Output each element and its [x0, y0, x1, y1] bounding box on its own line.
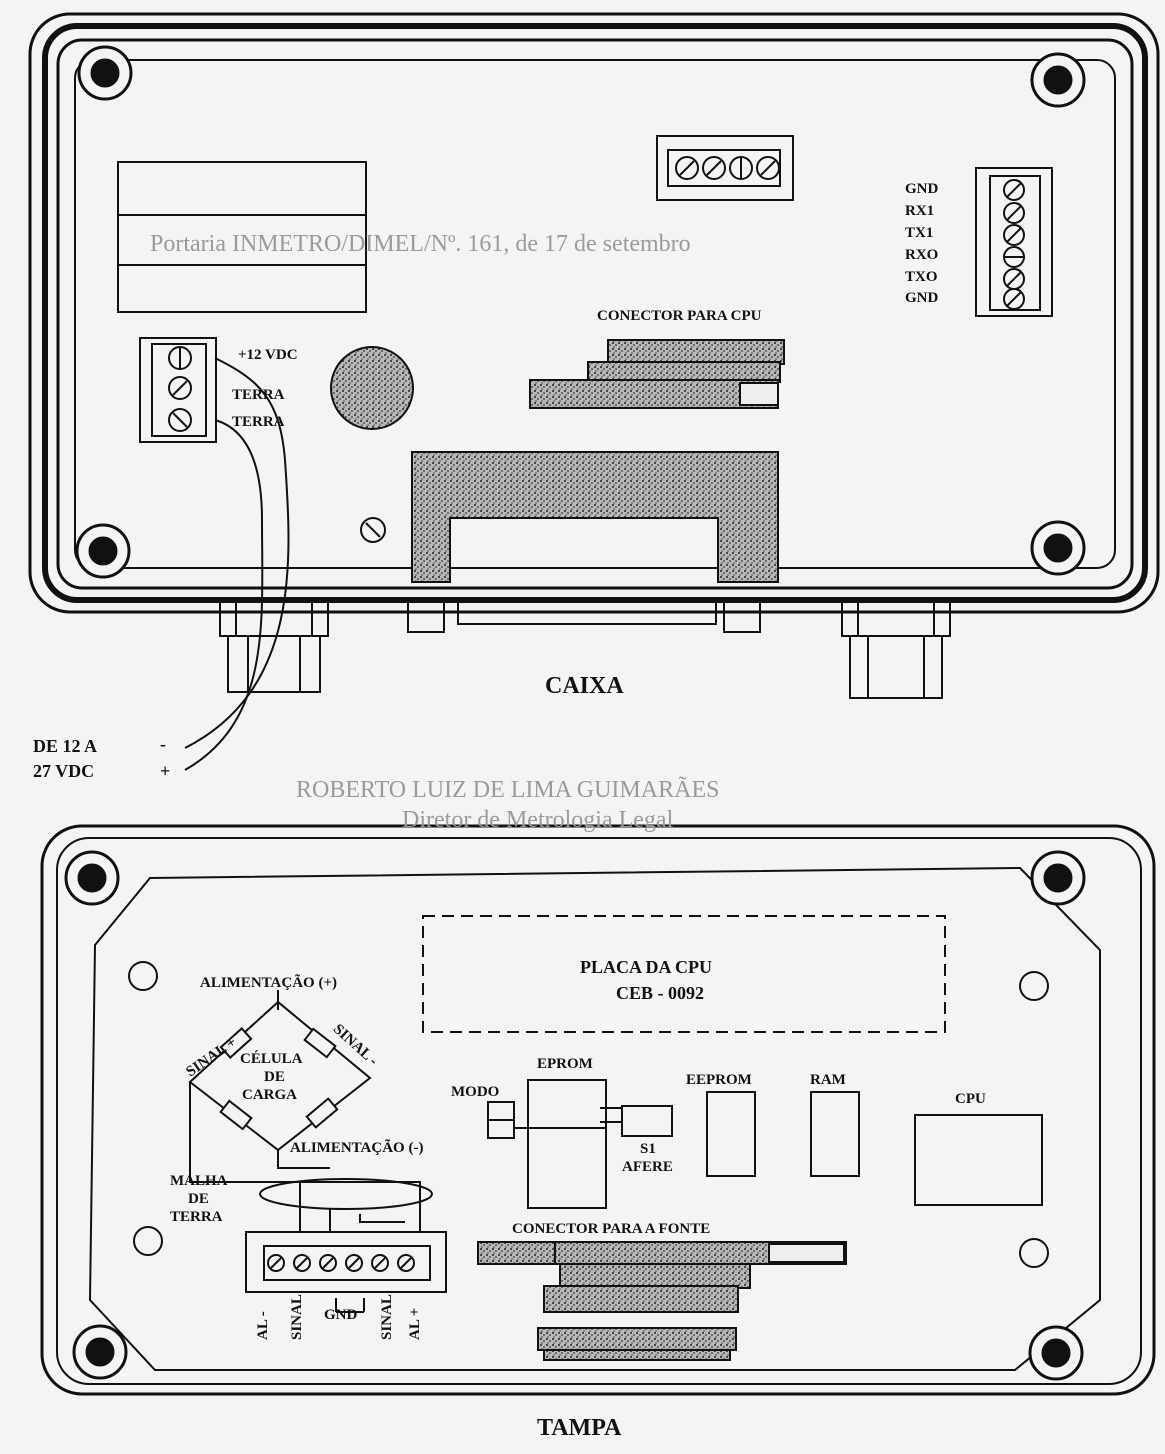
terminal-label-al-plus: AL + [407, 1307, 423, 1340]
serial-label-rx1: RX1 [905, 203, 935, 219]
load-cell-bridge [188, 990, 421, 1232]
terminal-label-al-minus: AL - [255, 1311, 271, 1340]
tampa-chips [487, 1079, 1043, 1209]
power-connector [477, 1241, 847, 1361]
caixa-supply-wires [184, 357, 290, 771]
supply-label-line2: 27 VDC [33, 761, 95, 781]
mesh-label-line2: DE [188, 1191, 209, 1207]
cpu-label: CPU [955, 1091, 986, 1107]
cpu-board-outline [422, 915, 946, 1033]
caixa-top-connector [656, 135, 794, 201]
load-cell-label-line3: CARGA [242, 1087, 297, 1103]
cpu-connector-label: CONECTOR PARA CPU [597, 308, 762, 324]
power-label-terra-1: TERRA [232, 387, 285, 403]
caixa-bottom-glands [219, 599, 951, 699]
serial-label-gnd-bottom: GND [905, 290, 939, 306]
ram-label: RAM [810, 1072, 846, 1088]
caixa-left-plate [117, 161, 367, 313]
supply-minus-sign: - [160, 734, 166, 754]
serial-label-tx1: TX1 [905, 225, 934, 241]
supply-label-line1: DE 12 A [33, 736, 98, 756]
caixa-cpu-connector [529, 339, 785, 409]
tampa-terminal-block [245, 1231, 447, 1313]
bleed-through-text-2: ROBERTO LUIZ DE LIMA GUIMARÃES [296, 777, 720, 803]
terminal-label-gnd: GND [324, 1307, 358, 1323]
serial-label-txo: TXO [905, 269, 938, 285]
serial-label-gnd-top: GND [905, 181, 939, 197]
caixa-l-bracket [411, 451, 779, 583]
cpu-board-label-line1: PLACA DA CPU [580, 957, 713, 977]
load-cell-label-line2: DE [264, 1069, 285, 1085]
caixa-mount-holes [75, 45, 1086, 579]
power-connector-label: CONECTOR PARA A FONTE [512, 1221, 711, 1237]
afere-label: AFERE [622, 1159, 673, 1175]
caixa-title: CAIXA [545, 673, 624, 699]
serial-label-rxo: RXO [905, 247, 939, 263]
bleed-through-text-3: Diretor de Metrologia Legal [402, 807, 674, 833]
load-cell-label-line1: CÉLULA [240, 1051, 303, 1067]
supply-plus-sign: + [160, 761, 171, 781]
cpu-board-label-line2: CEB - 0092 [616, 983, 705, 1003]
power-label-terra-2: TERRA [232, 414, 285, 430]
modo-label: MODO [451, 1084, 500, 1100]
bleed-through-text-1: Portaria INMETRO/DIMEL/Nº. 161, de 17 de… [150, 231, 691, 257]
eprom-label: EPROM [537, 1056, 593, 1072]
mesh-label-line3: TERRA [170, 1209, 223, 1225]
caixa-serial-terminal [975, 167, 1053, 317]
s1-label: S1 [640, 1141, 656, 1157]
tampa-mount-holes [64, 850, 1086, 1381]
power-label-12vdc: +12 VDC [238, 347, 298, 363]
tampa-title: TAMPA [537, 1415, 622, 1441]
caixa-power-terminal [139, 337, 217, 443]
terminal-label-sinal-2: SINAL [379, 1294, 395, 1340]
ground-mesh [259, 1178, 433, 1232]
mesh-label-line1: MALHA [170, 1173, 228, 1189]
terminal-label-sinal-1: SINAL [289, 1294, 305, 1340]
eeprom-label: EEPROM [686, 1072, 752, 1088]
load-cell-resistors [219, 1027, 339, 1131]
caixa-bracket-screw [360, 517, 386, 543]
alimentacao-plus-label: ALIMENTAÇÃO (+) [200, 975, 338, 991]
caixa-round-component [330, 346, 414, 430]
tampa-small-holes [128, 961, 1049, 1268]
alimentacao-minus-label: ALIMENTAÇÃO (-) [290, 1140, 424, 1156]
